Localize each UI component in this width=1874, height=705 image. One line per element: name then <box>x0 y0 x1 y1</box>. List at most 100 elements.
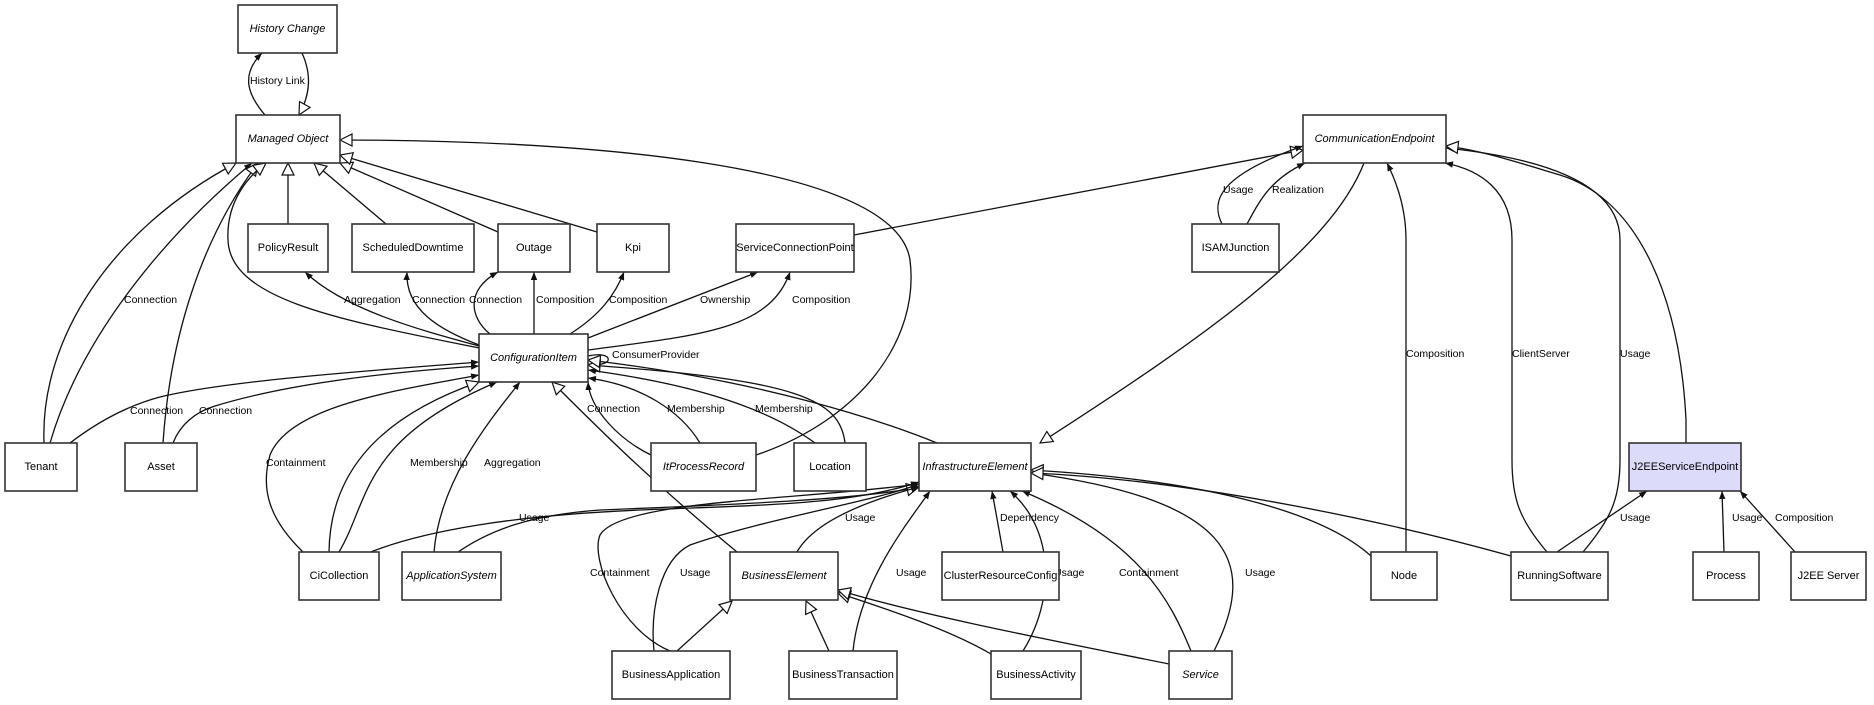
class-node-it-process-record[interactable]: ItProcessRecord <box>650 442 757 492</box>
class-box[interactable] <box>735 223 855 273</box>
class-node-infrastructure-element[interactable]: InfrastructureElement <box>918 442 1032 492</box>
class-node-ci-collection[interactable]: CiCollection <box>298 551 380 601</box>
association-arrow <box>585 381 652 456</box>
edge-kpi-to-managed_object <box>340 155 598 233</box>
inheritance-arrow <box>227 163 480 349</box>
class-node-node[interactable]: Node <box>1370 551 1438 601</box>
class-node-isam-junction[interactable]: ISAMJunction <box>1191 223 1280 273</box>
class-box[interactable] <box>478 333 589 383</box>
edge-configuration_item-to-service_connection_point <box>587 271 791 351</box>
inheritance-arrow <box>806 601 830 652</box>
class-box[interactable] <box>1370 551 1438 601</box>
edge-label: Composition <box>792 294 851 306</box>
edges-layer <box>43 52 1796 665</box>
edge-service-to-infrastructure_element <box>1030 470 1234 652</box>
class-node-business-application[interactable]: BusinessApplication <box>611 650 731 700</box>
class-node-business-element[interactable]: BusinessElement <box>729 551 839 601</box>
class-node-application-system[interactable]: ApplicationSystem <box>401 551 502 601</box>
association-arrow <box>1739 490 1796 553</box>
edge-business_element-to-infrastructure_element <box>796 485 920 553</box>
class-node-communication-endpoint[interactable]: CommunicationEndpoint <box>1302 114 1447 164</box>
class-box[interactable] <box>1302 114 1447 164</box>
edge-configuration_item-to-outage <box>473 271 499 335</box>
edge-configuration_item-to-configuration_item <box>587 354 609 369</box>
class-box[interactable] <box>611 650 731 700</box>
class-box[interactable] <box>351 223 475 273</box>
edge-label: Containment <box>590 567 650 579</box>
class-node-configuration-item[interactable]: ConfigurationItem <box>478 333 589 383</box>
association-arrow <box>1246 162 1306 225</box>
class-node-process[interactable]: Process <box>1692 551 1760 601</box>
class-box[interactable] <box>237 4 338 54</box>
edge-label: Realization <box>1272 184 1324 196</box>
inheritance-arrow <box>1040 162 1365 443</box>
class-name: ApplicationSystem <box>405 570 497 582</box>
class-node-kpi[interactable]: Kpi <box>596 223 670 273</box>
edge-managed_object-to-history_change <box>247 52 266 116</box>
class-box[interactable] <box>729 551 839 601</box>
edge-tenant-to-managed_object <box>43 163 236 444</box>
class-box[interactable] <box>1628 442 1742 492</box>
inheritance-arrow <box>1031 473 1512 557</box>
class-box[interactable] <box>298 551 380 601</box>
class-name: Managed Object <box>248 133 330 145</box>
edge-application_system-to-configuration_item <box>433 381 521 553</box>
class-node-business-transaction[interactable]: BusinessTransaction <box>788 650 898 700</box>
association-arrow <box>1217 145 1304 225</box>
edge-business_activity-to-business_element <box>838 593 992 655</box>
edge-business_application-to-infrastructure_element <box>652 483 920 652</box>
class-name: BusinessApplication <box>622 669 720 681</box>
class-box[interactable] <box>793 442 867 492</box>
class-box[interactable] <box>1790 551 1867 601</box>
edge-label: ClientServer <box>1512 348 1570 360</box>
class-box[interactable] <box>941 551 1060 601</box>
class-name: InfrastructureElement <box>922 461 1028 473</box>
class-node-service[interactable]: Service <box>1168 650 1233 700</box>
association-arrow <box>473 271 499 335</box>
class-node-j2ee-server[interactable]: J2EE Server <box>1790 551 1867 601</box>
class-box[interactable] <box>1191 223 1280 273</box>
association-arrow <box>597 481 920 652</box>
class-name: CommunicationEndpoint <box>1315 133 1436 145</box>
class-node-asset[interactable]: Asset <box>124 442 198 492</box>
inheritance-arrow <box>340 163 499 233</box>
edge-label: Usage <box>896 567 927 579</box>
class-box[interactable] <box>497 223 571 273</box>
class-node-running-software[interactable]: RunningSoftware <box>1510 551 1609 601</box>
class-box[interactable] <box>788 650 898 700</box>
class-box[interactable] <box>4 442 78 492</box>
class-box[interactable] <box>1168 650 1233 700</box>
edge-configuration_item-to-kpi <box>569 271 625 335</box>
class-box[interactable] <box>1510 551 1609 601</box>
inheritance-arrow <box>457 487 919 553</box>
class-box[interactable] <box>1692 551 1760 601</box>
class-box[interactable] <box>124 442 198 492</box>
class-node-service-connection-point[interactable]: ServiceConnectionPoint <box>735 223 855 273</box>
class-box[interactable] <box>235 114 341 164</box>
class-node-tenant[interactable]: Tenant <box>4 442 78 492</box>
class-node-outage[interactable]: Outage <box>497 223 571 273</box>
association-arrow <box>587 271 791 351</box>
edge-ci_collection-to-configuration_item <box>265 373 480 553</box>
class-node-cluster-resource-config[interactable]: ClusterResourceConfig <box>941 551 1060 601</box>
edge-communication_endpoint-to-infrastructure_element <box>1040 162 1365 443</box>
class-node-location[interactable]: Location <box>793 442 867 492</box>
inheritance-arrow <box>588 360 938 444</box>
edge-label: Containment <box>266 457 326 469</box>
class-node-scheduled-downtime[interactable]: ScheduledDowntime <box>351 223 475 273</box>
class-node-managed-object[interactable]: Managed Object <box>235 114 341 164</box>
class-node-policy-result[interactable]: PolicyResult <box>247 223 329 273</box>
edge-label: Membership <box>755 403 813 415</box>
class-node-history-change[interactable]: History Change <box>237 4 338 54</box>
edge-tenant-to-managed_object <box>49 162 253 444</box>
class-box[interactable] <box>650 442 757 492</box>
class-box[interactable] <box>596 223 670 273</box>
class-box[interactable] <box>918 442 1032 492</box>
association-arrow <box>587 375 701 444</box>
class-box[interactable] <box>990 650 1082 700</box>
class-node-j2ee-service-endpoint[interactable]: J2EEServiceEndpoint <box>1628 442 1742 492</box>
class-box[interactable] <box>247 223 329 273</box>
class-node-business-activity[interactable]: BusinessActivity <box>990 650 1082 700</box>
class-box[interactable] <box>401 551 502 601</box>
edge-label: Usage <box>845 512 876 524</box>
